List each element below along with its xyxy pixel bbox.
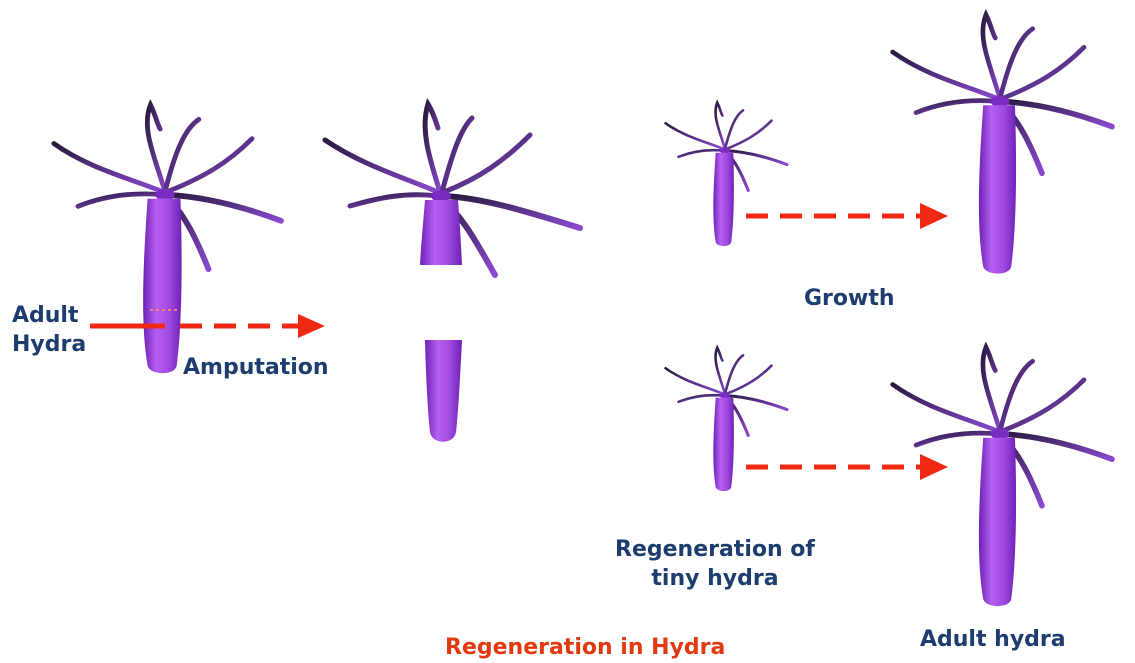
adult-hydra-illustration bbox=[54, 105, 281, 373]
adult-hydra-end-label: Adult hydra bbox=[920, 626, 1066, 655]
regeneration-tiny-label: Regeneration of tiny hydra bbox=[590, 536, 840, 593]
growth-label: Growth bbox=[804, 285, 895, 314]
tiny-hydra-regeneration bbox=[666, 348, 787, 491]
regeneration-line-2: tiny hydra bbox=[590, 565, 840, 594]
grown-adult-hydra-top bbox=[893, 15, 1112, 274]
regeneration-line-1: Regeneration of bbox=[590, 536, 840, 565]
growth-arrow bbox=[746, 203, 948, 229]
tiny-hydra-growth bbox=[666, 103, 787, 246]
amputation-label: Amputation bbox=[183, 354, 329, 383]
amputation-arrow bbox=[90, 314, 325, 338]
amputated-top-hydra bbox=[325, 104, 580, 275]
amputated-bottom-piece bbox=[425, 340, 462, 442]
adult-hydra-line-2: Hydra bbox=[12, 331, 86, 360]
adult-hydra-start-label: Adult Hydra bbox=[12, 302, 86, 359]
regeneration-arrow bbox=[746, 454, 948, 480]
diagram-caption: Regeneration in Hydra bbox=[445, 634, 725, 663]
adult-hydra-line-1: Adult bbox=[12, 302, 86, 331]
